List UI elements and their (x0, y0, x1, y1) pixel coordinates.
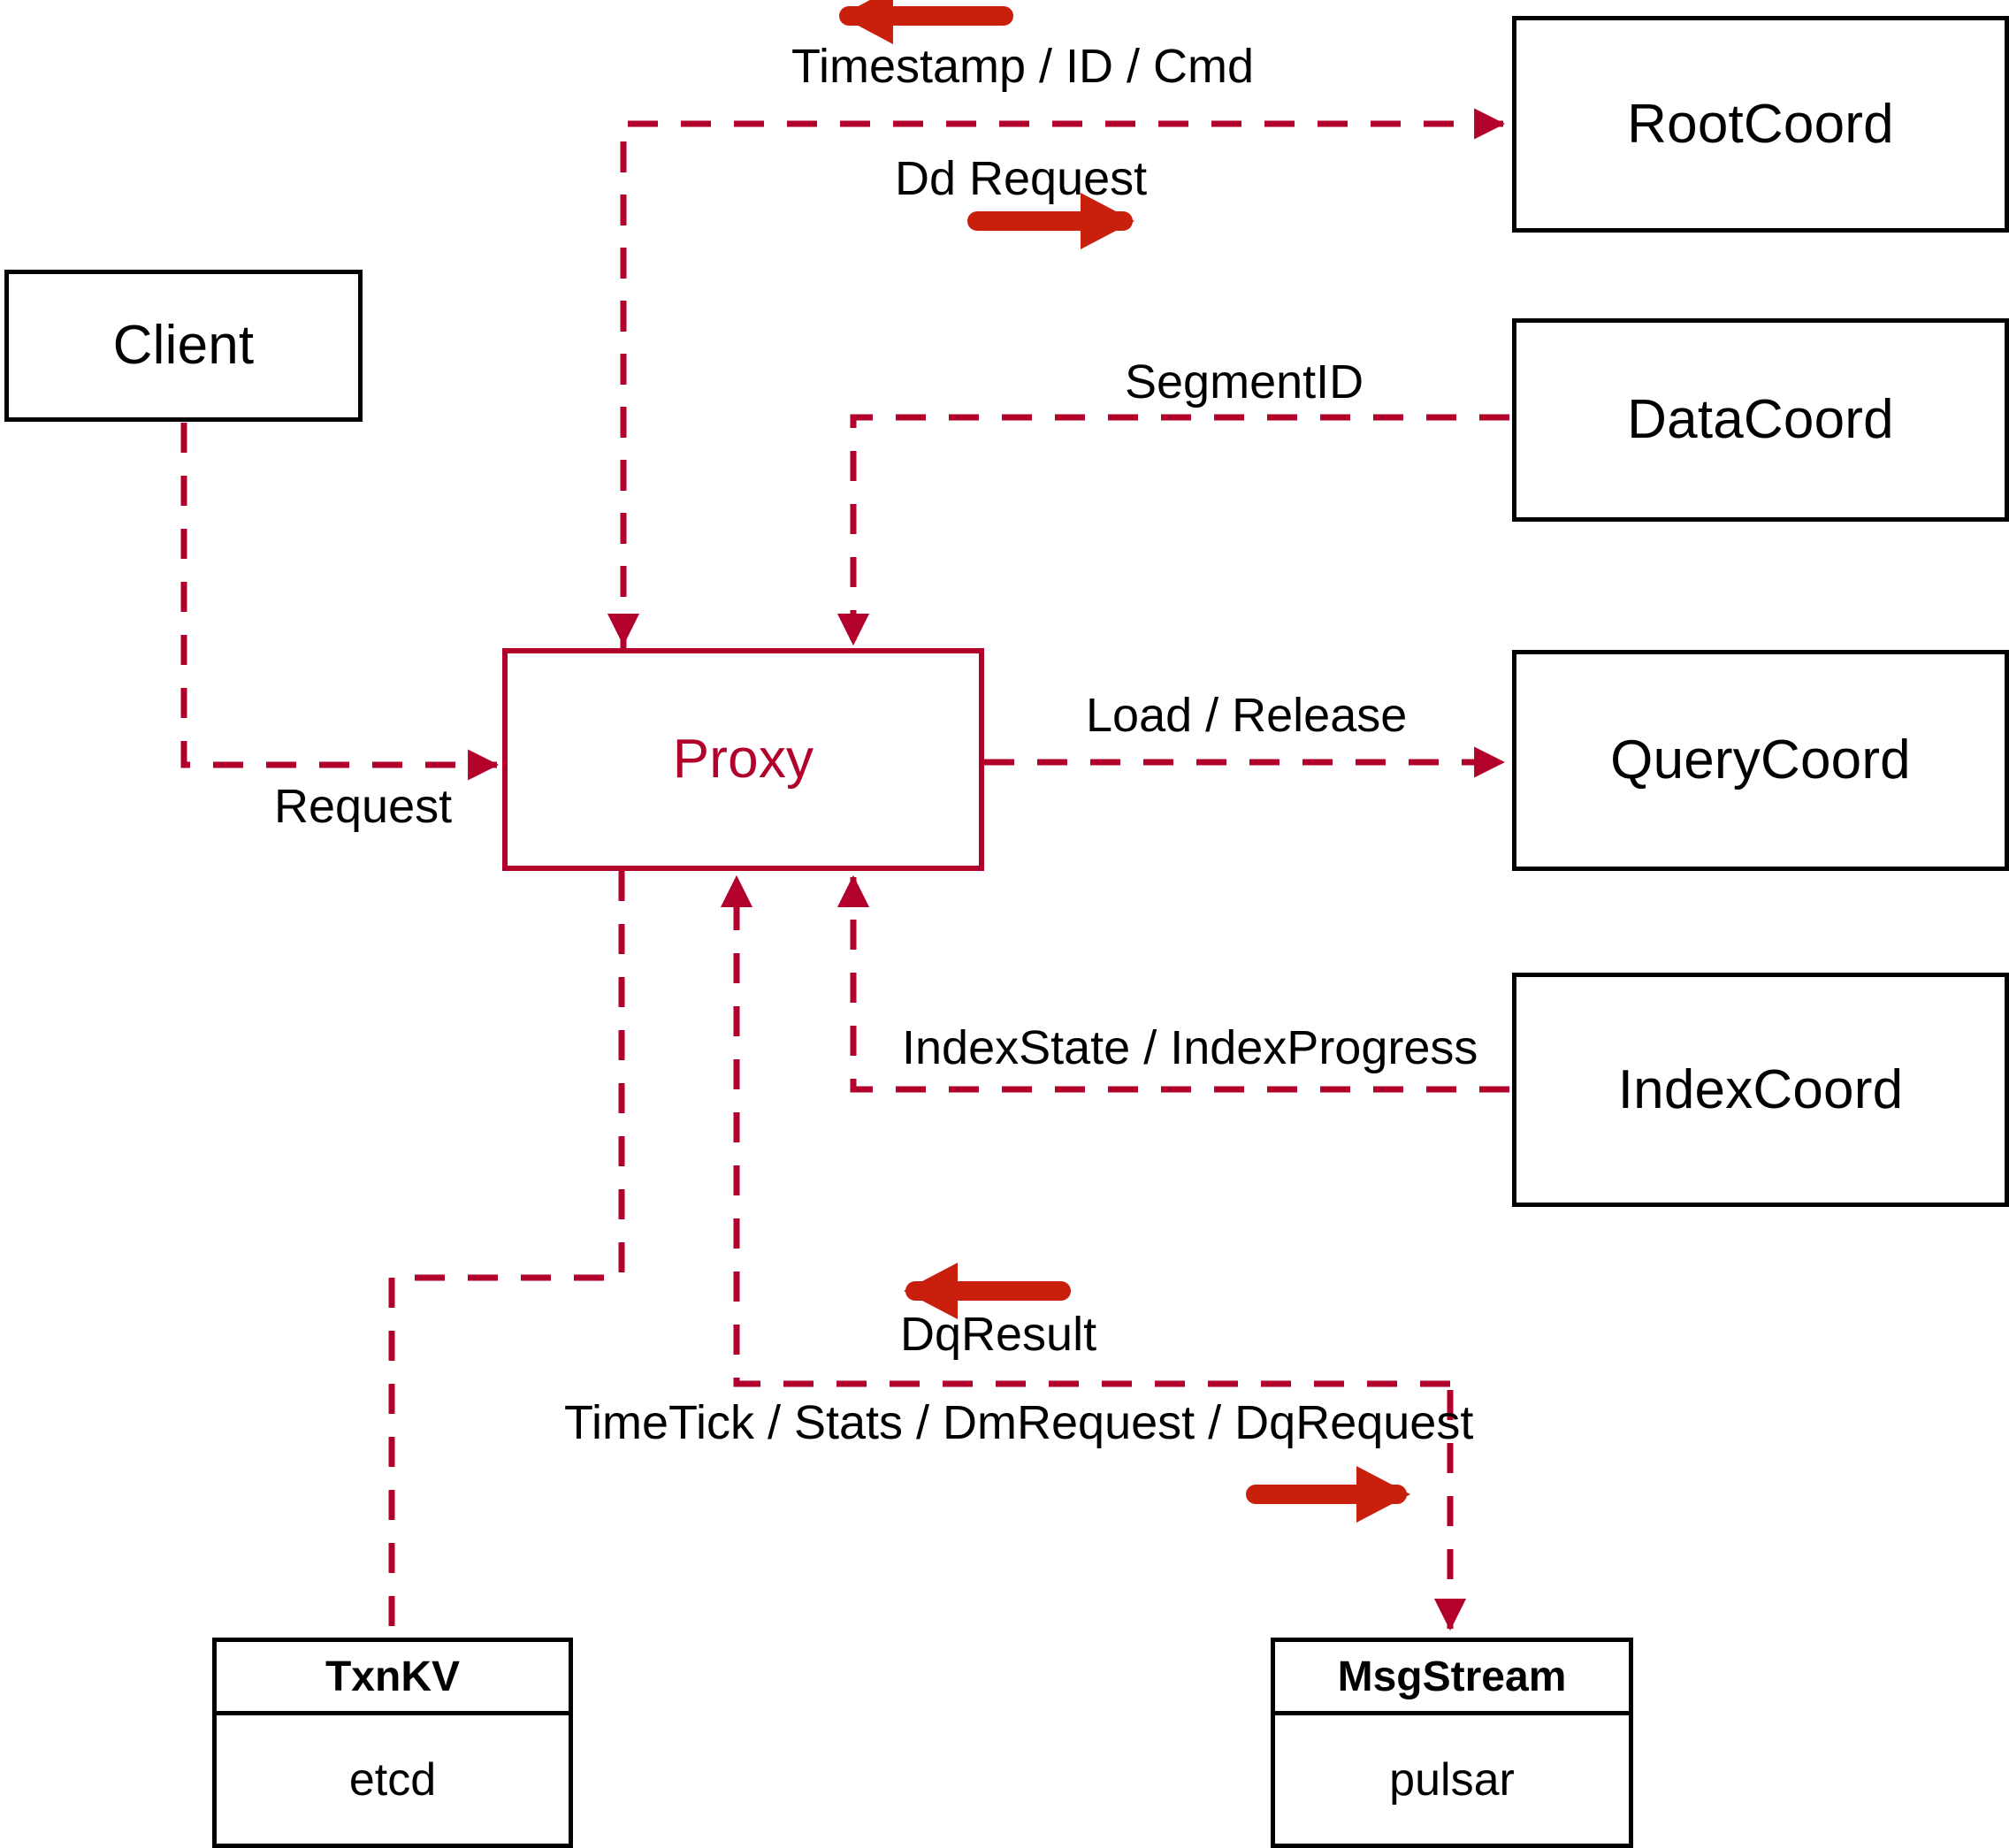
edge-label-timetick-stats: TimeTick / Stats / DmRequest / DqRequest (564, 1396, 1474, 1449)
node-msgstream-body-label: pulsar (1389, 1753, 1515, 1806)
node-indexcoord[interactable]: IndexCoord (1512, 973, 2009, 1207)
wire-msgstream-to-proxy (720, 874, 1450, 1387)
thick-arrow-dqresult-left (904, 1263, 1071, 1319)
node-proxy[interactable]: Proxy (502, 648, 984, 871)
node-proxy-label: Proxy (672, 729, 814, 790)
node-msgstream-body: pulsar (1275, 1715, 1629, 1844)
node-datacoord-label: DataCoord (1627, 389, 1894, 450)
node-txnkv-body-label: etcd (348, 1753, 437, 1806)
node-txnkv[interactable]: TxnKV etcd (212, 1638, 573, 1848)
thick-arrow-dmrequest-right (1246, 1466, 1410, 1523)
edge-label-load-release: Load / Release (1086, 689, 1408, 742)
node-msgstream[interactable]: MsgStream pulsar (1271, 1638, 1633, 1848)
thick-arrow-timestamp-left (839, 0, 1013, 44)
node-msgstream-header-label: MsgStream (1337, 1653, 1567, 1700)
wire-indexcoord-to-proxy (836, 874, 1509, 1093)
node-rootcoord[interactable]: RootCoord (1512, 16, 2009, 233)
wire-datacoord-to-proxy (836, 414, 1509, 646)
node-txnkv-header: TxnKV (217, 1642, 569, 1715)
edge-label-segment-id: SegmentID (1125, 355, 1364, 409)
thick-arrow-dd-request-right (967, 193, 1134, 249)
node-indexcoord-label: IndexCoord (1617, 1058, 1904, 1120)
node-rootcoord-label: RootCoord (1627, 93, 1894, 155)
edge-label-timestamp-id-cmd: Timestamp / ID / Cmd (791, 40, 1255, 93)
node-msgstream-header: MsgStream (1275, 1642, 1629, 1715)
edge-label-dd-request: Dd Request (895, 152, 1148, 205)
node-datacoord[interactable]: DataCoord (1512, 318, 2009, 522)
edge-label-dq-result: DqResult (900, 1308, 1097, 1361)
node-txnkv-header-label: TxnKV (325, 1653, 460, 1700)
node-txnkv-body: etcd (217, 1715, 569, 1844)
node-client[interactable]: Client (4, 270, 363, 422)
node-querycoord-label: QueryCoord (1610, 729, 1911, 790)
wire-proxy-to-txnkv (388, 871, 625, 1638)
edge-label-index-state-progress: IndexState / IndexProgress (902, 1021, 1478, 1074)
node-client-label: Client (112, 315, 255, 376)
node-querycoord[interactable]: QueryCoord (1512, 650, 2009, 871)
wire-client-to-proxy (180, 423, 500, 781)
edge-label-request: Request (274, 780, 453, 833)
